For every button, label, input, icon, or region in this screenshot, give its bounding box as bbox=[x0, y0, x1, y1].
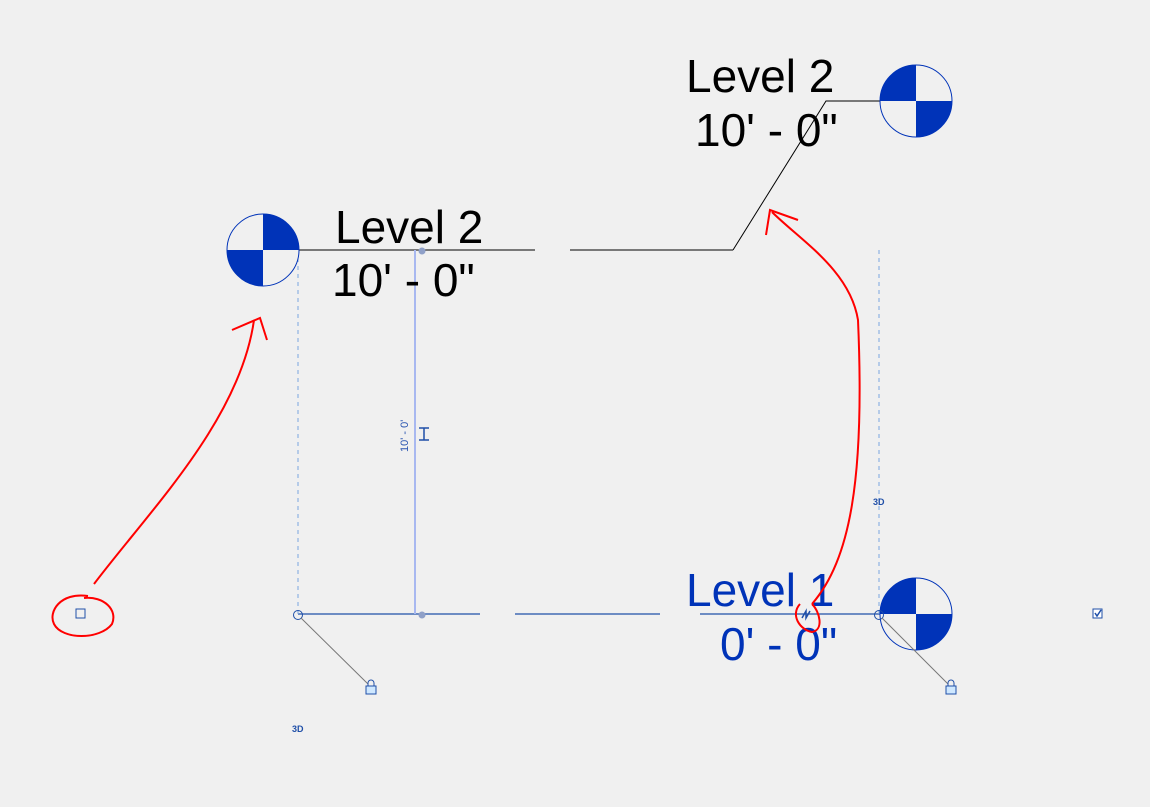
level-elevation-left[interactable]: 10' - 0" bbox=[332, 254, 475, 306]
red-arrow-right bbox=[771, 211, 861, 605]
level-name-left[interactable]: Level 2 bbox=[335, 201, 483, 253]
dimension-text-grip-icon[interactable] bbox=[419, 427, 429, 441]
level-elevation-top-right[interactable]: 10' - 0" bbox=[695, 104, 838, 156]
level-name-level-1[interactable]: Level 1 bbox=[686, 564, 834, 616]
show-bubble-checkbox-right[interactable] bbox=[1092, 608, 1103, 619]
level-end-grip-left[interactable] bbox=[293, 610, 303, 620]
add-elbow-icon[interactable] bbox=[801, 608, 811, 621]
red-circle-checkbox bbox=[51, 594, 115, 637]
level-end-grip-right[interactable] bbox=[874, 610, 884, 620]
red-circle-elbow bbox=[794, 603, 821, 634]
level-head-symbol-left[interactable] bbox=[226, 213, 300, 287]
red-arrowhead-left bbox=[231, 316, 268, 341]
show-bubble-checkbox-left[interactable] bbox=[75, 608, 86, 619]
lock-icon-left[interactable] bbox=[365, 679, 377, 695]
dimension-value[interactable]: 10' - 0' bbox=[399, 420, 411, 452]
level-head-symbol-top-right[interactable] bbox=[879, 64, 953, 138]
level-head-symbol-level-1[interactable] bbox=[879, 577, 953, 651]
lock-leader-right bbox=[881, 617, 949, 685]
level-2-line[interactable] bbox=[298, 100, 880, 251]
3d-extents-toggle-left[interactable]: 3D bbox=[292, 724, 304, 734]
red-arrowhead-right bbox=[765, 208, 799, 236]
lock-leader-left bbox=[300, 617, 369, 685]
3d-extents-toggle-right[interactable]: 3D bbox=[873, 497, 885, 507]
level-name-top-right[interactable]: Level 2 bbox=[686, 50, 834, 102]
red-arrow-left bbox=[93, 319, 255, 585]
red-markup-annotations bbox=[51, 208, 861, 637]
level-elevation-level-1[interactable]: 0' - 0" bbox=[720, 618, 837, 670]
lock-icon-right[interactable] bbox=[945, 679, 957, 695]
temporary-dimension[interactable]: 10' - 0' bbox=[399, 247, 429, 619]
